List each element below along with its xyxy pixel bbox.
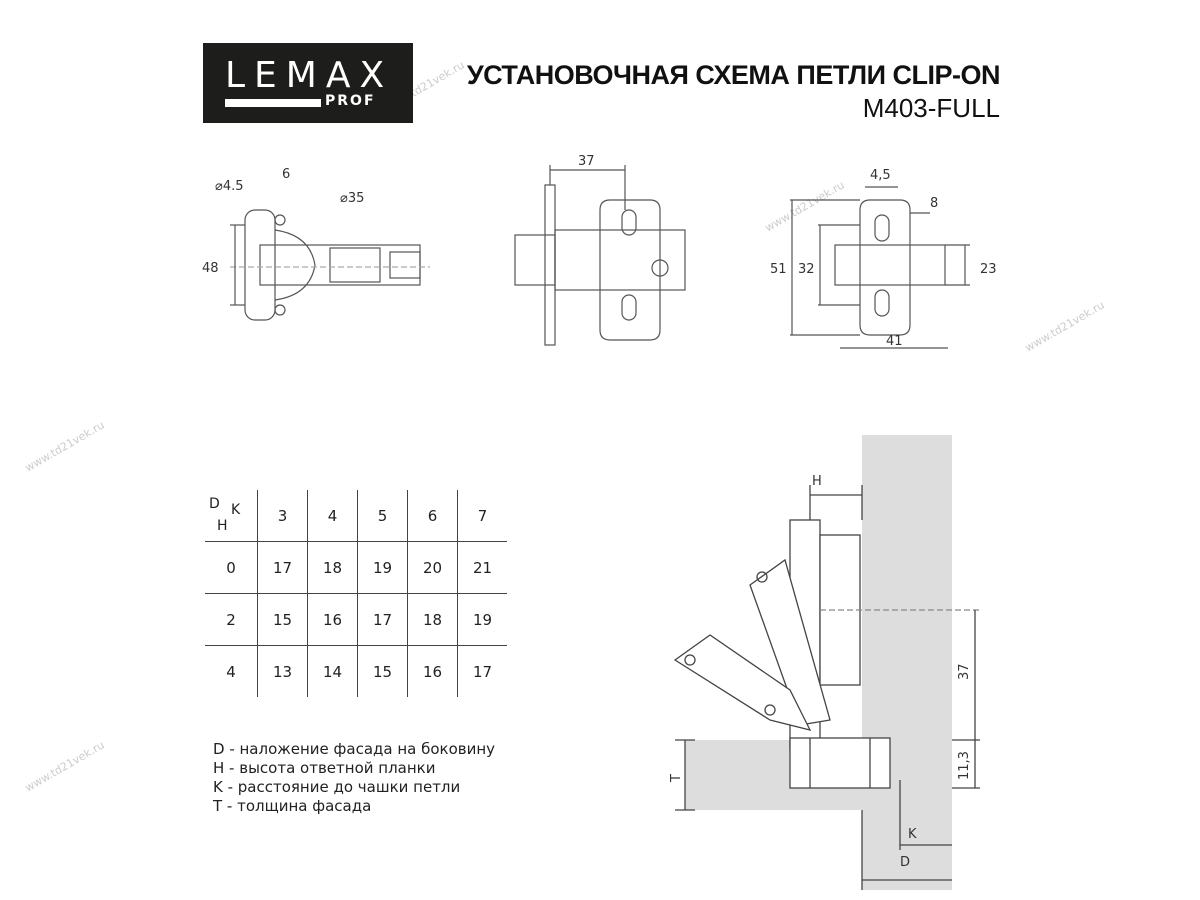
dim-cup-diameter: ⌀35 bbox=[340, 191, 364, 206]
k-header: 7 bbox=[457, 490, 507, 542]
logo-bar bbox=[225, 99, 321, 107]
hinge-side-view: 37 bbox=[514, 154, 686, 346]
installation-section-view: H 37 11,3 T K D bbox=[669, 435, 980, 890]
d-value: 15 bbox=[357, 645, 408, 697]
d-value: 18 bbox=[307, 541, 358, 594]
h-value: 2 bbox=[205, 593, 258, 646]
corner-k: K bbox=[231, 502, 241, 518]
dim-plate-offset: 8 bbox=[930, 196, 938, 211]
d-value: 15 bbox=[257, 593, 308, 646]
title-main: УСТАНОВОЧНАЯ СХЕМА ПЕТЛИ CLIP-ON bbox=[466, 60, 1001, 90]
legend-item: D - наложение фасада на боковину bbox=[213, 740, 496, 758]
dim-height-inner: 32 bbox=[798, 262, 815, 277]
k-header: 6 bbox=[407, 490, 458, 542]
table-row: 0 17 18 19 20 21 bbox=[205, 541, 507, 594]
dim-offset: 6 bbox=[282, 167, 290, 182]
dim-T: T bbox=[669, 774, 684, 783]
legend-item: K - расстояние до чашки петли bbox=[213, 778, 461, 796]
d-value: 16 bbox=[407, 645, 458, 697]
mounting-plate-view: 4,5 8 51 32 23 41 bbox=[770, 168, 997, 349]
table-row: 2 15 16 17 18 19 bbox=[205, 593, 507, 646]
table-corner: D K H bbox=[205, 490, 258, 542]
h-value: 4 bbox=[205, 645, 258, 697]
dim-depth: 37 bbox=[957, 663, 972, 680]
logo-sub: PROF bbox=[325, 93, 376, 109]
watermark: www.td21vek.ru bbox=[22, 418, 107, 475]
h-value: 0 bbox=[205, 541, 258, 594]
d-value: 19 bbox=[457, 593, 507, 646]
d-value: 13 bbox=[257, 645, 308, 697]
d-value: 19 bbox=[357, 541, 408, 594]
d-value: 14 bbox=[307, 645, 358, 697]
logo-brand: LEMAX bbox=[225, 55, 394, 96]
d-value: 20 bbox=[407, 541, 458, 594]
legend-item: H - высота ответной планки bbox=[213, 759, 436, 777]
d-value: 16 bbox=[307, 593, 358, 646]
table-header-row: D K H 3 4 5 6 7 bbox=[205, 490, 507, 542]
d-value: 17 bbox=[457, 645, 507, 697]
lemax-logo: LEMAX PROF bbox=[203, 43, 413, 123]
dim-K: K bbox=[908, 827, 917, 842]
dim-H: H bbox=[812, 474, 822, 489]
title-model: M403-FULL bbox=[862, 93, 1000, 123]
k-header: 3 bbox=[257, 490, 308, 542]
cabinet-side-panel bbox=[862, 435, 952, 890]
dim-plate-height: 11,3 bbox=[957, 751, 972, 780]
watermark: www.td21vek.ru bbox=[22, 738, 107, 795]
dim-length: 37 bbox=[578, 154, 595, 169]
dim-height-outer: 51 bbox=[770, 262, 787, 277]
dim-slot: 23 bbox=[980, 262, 997, 277]
k-header: 5 bbox=[357, 490, 408, 542]
dim-height: 48 bbox=[202, 261, 219, 276]
corner-h: H bbox=[217, 518, 228, 534]
d-value: 21 bbox=[457, 541, 507, 594]
dim-width: 41 bbox=[886, 334, 903, 349]
watermark: www.td21vek.ru bbox=[1022, 298, 1107, 355]
page-title: УСТАНОВОЧНАЯ СХЕМА ПЕТЛИ CLIP-ON M403-FU… bbox=[466, 60, 1001, 124]
corner-d: D bbox=[209, 496, 220, 512]
legend: D - наложение фасада на боковину H - выс… bbox=[213, 740, 495, 816]
k-header: 4 bbox=[307, 490, 358, 542]
d-value: 17 bbox=[357, 593, 408, 646]
hinge-cup-view: ⌀4.5 6 ⌀35 48 bbox=[202, 167, 430, 321]
dim-hole-diameter: ⌀4.5 bbox=[215, 179, 244, 194]
overlay-table: D K H 3 4 5 6 7 0 17 18 19 20 21 2 15 16… bbox=[205, 490, 507, 697]
dim-hole-spacing: 4,5 bbox=[870, 168, 891, 183]
dim-D: D bbox=[900, 855, 910, 870]
table-row: 4 13 14 15 16 17 bbox=[205, 645, 507, 697]
d-value: 18 bbox=[407, 593, 458, 646]
d-value: 17 bbox=[257, 541, 308, 594]
legend-item: T - толщина фасада bbox=[213, 797, 372, 815]
